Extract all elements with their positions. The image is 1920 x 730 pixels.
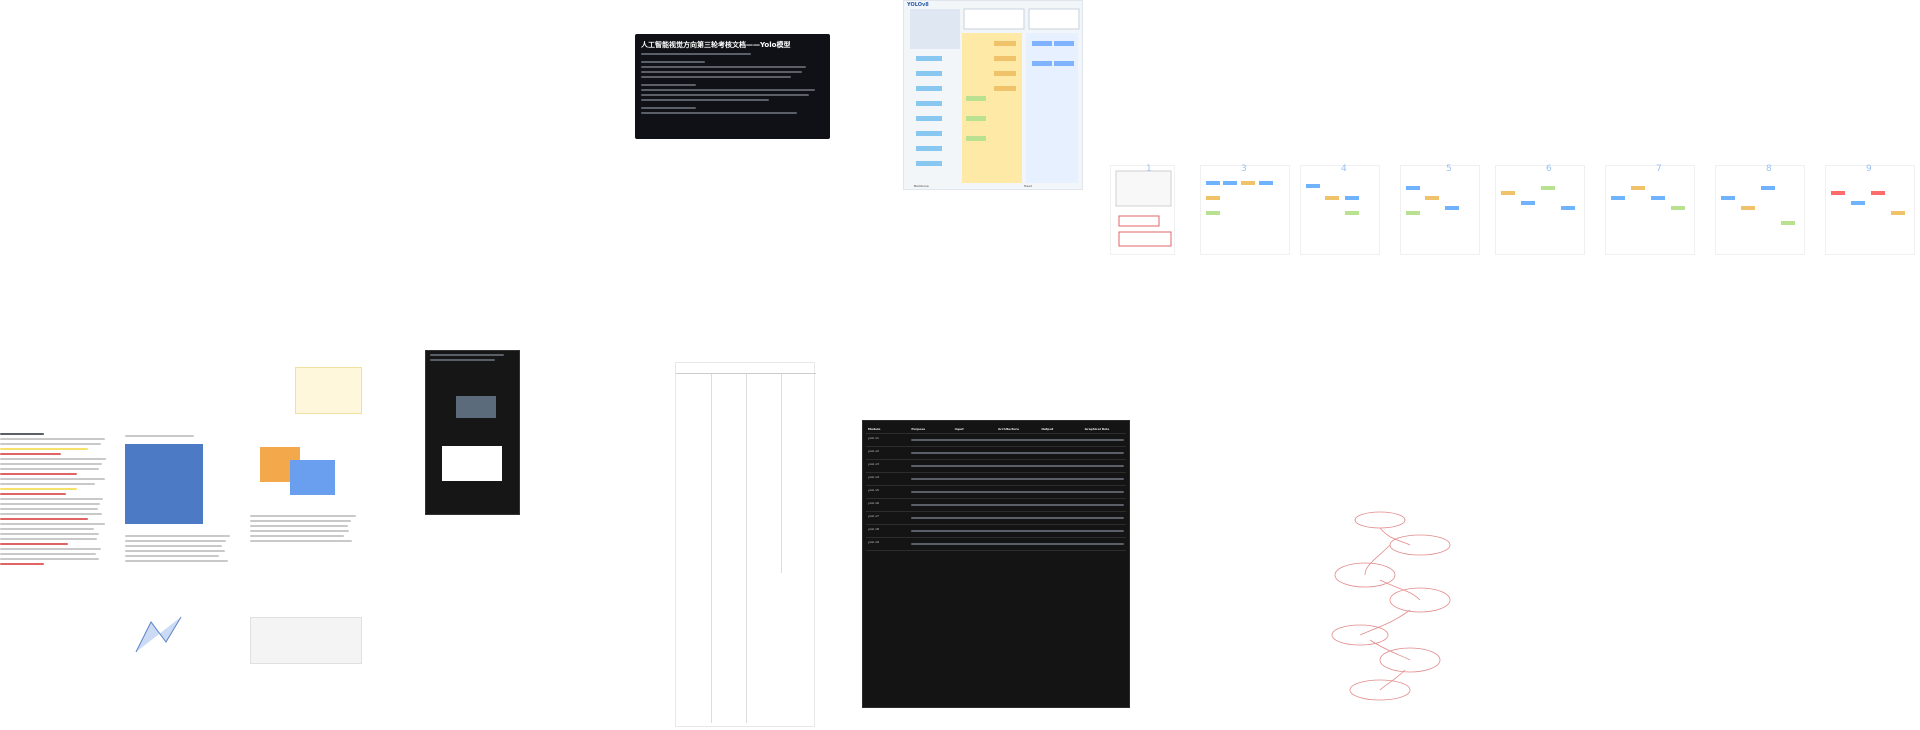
code-block: [250, 617, 362, 664]
flow-graphic: [1831, 191, 1905, 215]
table-row: yolo v6: [866, 498, 1126, 512]
table-header: Architecture: [995, 425, 1040, 434]
table-header: Output: [1039, 425, 1083, 434]
table-cell: yolo v2: [866, 446, 910, 460]
architecture-diagram: [910, 8, 1080, 183]
table-cell: yolo v9: [866, 537, 910, 551]
table-cell: yolo v6: [866, 498, 910, 512]
flow-diagram-3[interactable]: 3: [1200, 164, 1290, 255]
arch-heading: YOLOv8: [907, 2, 929, 8]
flow-diagram-4[interactable]: 4: [1300, 164, 1380, 255]
paper-text-block: [250, 512, 360, 545]
table-row: yolo v5: [866, 485, 1126, 499]
table-row: yolo v9: [866, 537, 1126, 551]
sketch-diagram: [1115, 170, 1172, 247]
flow-number-7: 7: [1656, 164, 1662, 174]
table-row: yolo v7: [866, 511, 1126, 525]
table-cell: yolo v8: [866, 524, 910, 538]
paper-page-1[interactable]: [0, 430, 110, 720]
image-thumbnail: [456, 396, 496, 418]
table-row: yolo v1: [866, 433, 1126, 447]
table-row: yolo v8: [866, 524, 1126, 538]
flow-number-1: 1: [1146, 164, 1152, 174]
blue-box: [290, 460, 335, 495]
table-cell: yolo v7: [866, 511, 910, 525]
dark-page[interactable]: [425, 350, 520, 515]
table-page[interactable]: [675, 362, 816, 727]
flow-graphic: [1501, 186, 1575, 210]
table-header: Module: [866, 425, 910, 434]
flow-number-8: 8: [1766, 164, 1772, 174]
arch-footer-right: Head: [1024, 184, 1032, 188]
table-header: Purpose: [909, 425, 953, 434]
flow-graphic: [1406, 186, 1459, 215]
paper-page-3[interactable]: [250, 362, 365, 682]
table-header: Graphical Role: [1082, 425, 1126, 434]
flow-diagram-6[interactable]: 6: [1495, 164, 1585, 255]
flow-diagram-9[interactable]: 9: [1825, 164, 1915, 255]
table-row: yolo v4: [866, 472, 1126, 486]
flow-number-3: 3: [1241, 164, 1247, 174]
flow-graphic: [1206, 181, 1273, 215]
table-cell: yolo v1: [866, 433, 910, 447]
table-row: yolo v3: [866, 459, 1126, 473]
image-thumbnail: [442, 446, 502, 481]
flow-graphic: [1306, 184, 1359, 215]
paper-text-block: [125, 532, 235, 565]
flow-number-4: 4: [1341, 164, 1347, 174]
flow-diagram-1[interactable]: 1: [1110, 164, 1175, 255]
flow-diagram-5[interactable]: 5: [1400, 164, 1480, 255]
table-header: Input: [952, 425, 996, 434]
table-cell: yolo v4: [866, 472, 910, 486]
note-figure: [295, 367, 362, 414]
table-row: yolo v2: [866, 446, 1126, 460]
image-figure: [125, 444, 203, 524]
dark-document-card[interactable]: 人工智能视觉方向第三轮考核文档——Yolo模型: [635, 34, 830, 139]
flow-graphic: [1611, 186, 1685, 210]
flow-number-9: 9: [1866, 164, 1872, 174]
table-cell: yolo v3: [866, 459, 910, 473]
flow-number-5: 5: [1446, 164, 1452, 174]
line-chart-figure: [135, 616, 182, 653]
mind-map-sketch: [1331, 511, 1451, 701]
arch-footer-left: Backbone: [914, 184, 929, 188]
table-cell: yolo v5: [866, 485, 910, 499]
dark-document-title: 人工智能视觉方向第三轮考核文档——Yolo模型: [641, 41, 791, 49]
flow-diagram-7[interactable]: 7: [1605, 164, 1695, 255]
paper-page-2[interactable]: [125, 432, 240, 692]
flow-number-6: 6: [1546, 164, 1552, 174]
flow-diagram-8[interactable]: 8: [1715, 164, 1805, 255]
model-comparison-table[interactable]: Module Purpose Input Architecture Output…: [862, 420, 1130, 708]
flow-graphic: [1721, 186, 1795, 225]
architecture-diagram-card[interactable]: YOLOv8 Backbone Head: [903, 0, 1083, 190]
